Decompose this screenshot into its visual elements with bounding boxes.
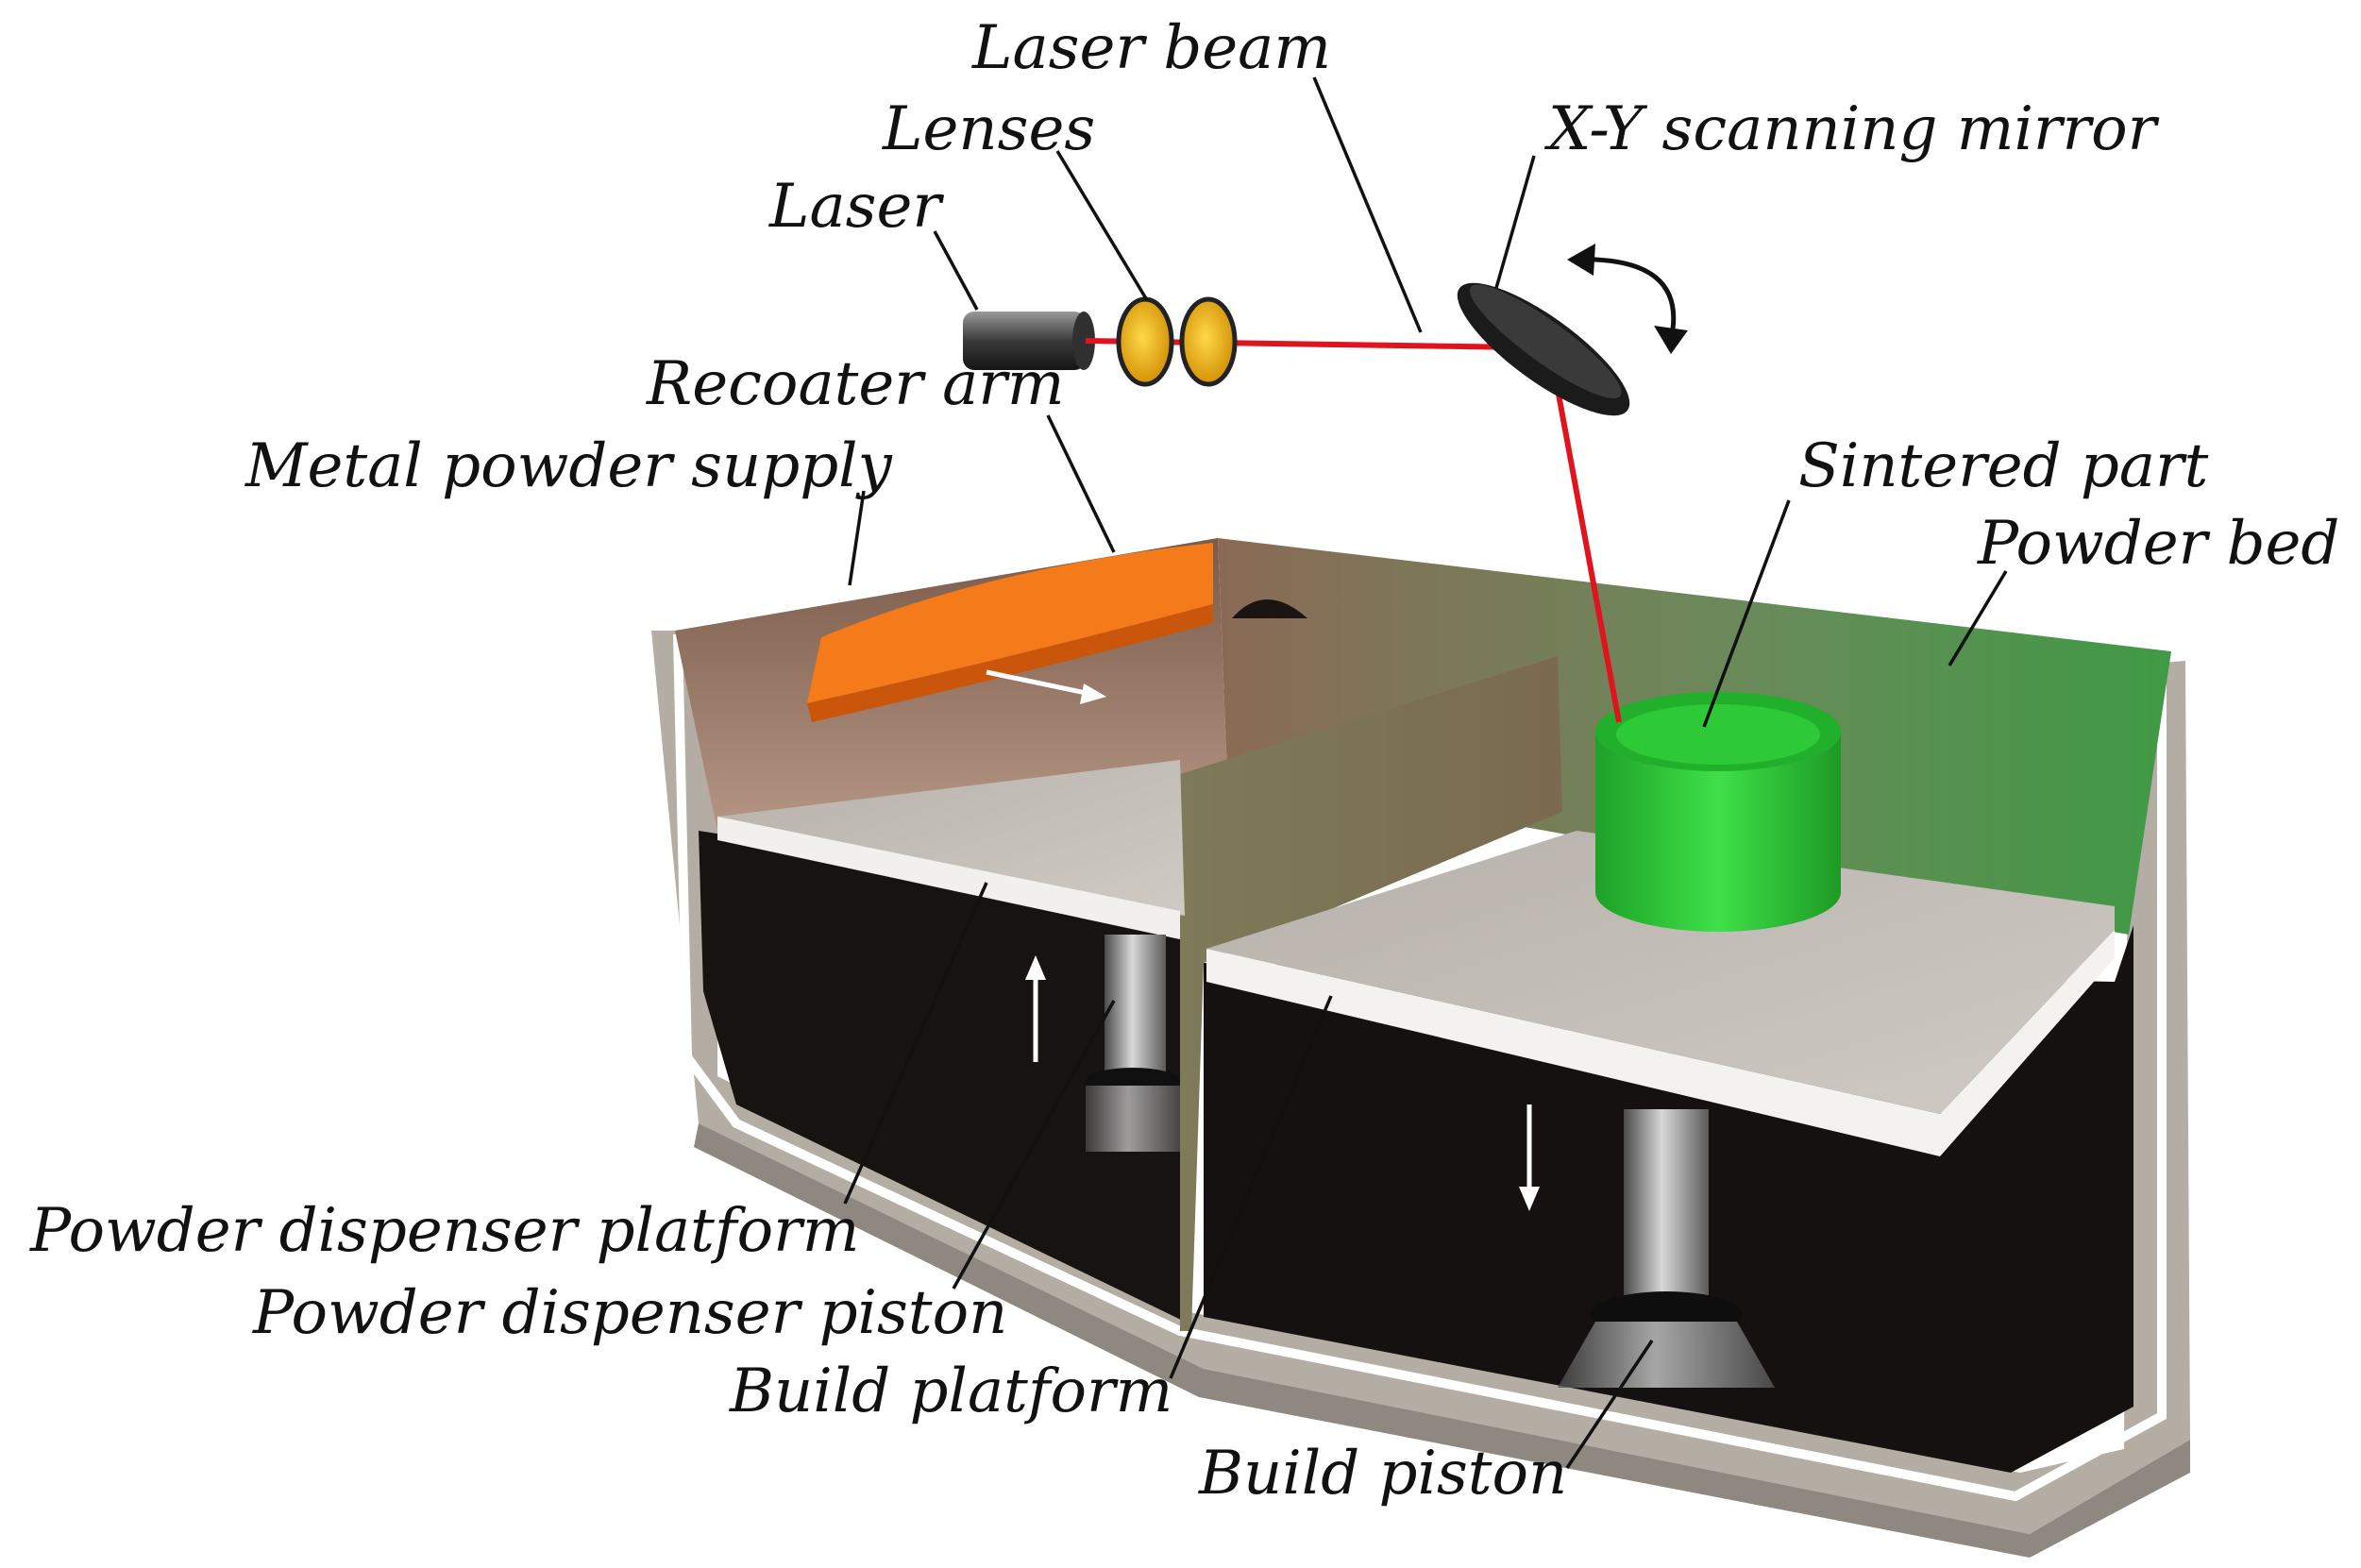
recoater-arm — [807, 543, 1307, 722]
recoater-arm-shade — [807, 604, 1213, 722]
build-piston-base — [1558, 1322, 1775, 1388]
leader-xy-mirror — [1494, 155, 1536, 289]
label-powder-bed: Powder bed — [1977, 509, 2339, 579]
lens-1 — [1116, 296, 1174, 387]
leader-laser-beam — [1312, 76, 1423, 333]
leader-powder-bed — [1948, 570, 2008, 666]
dispenser-up-arrow-head — [1025, 955, 1046, 980]
leader-build-piston — [1565, 1340, 1654, 1469]
leader-lines — [843, 76, 2008, 1469]
leader-dispenser-platform — [843, 882, 988, 1205]
label-laser-beam: Laser beam — [971, 13, 1331, 83]
leader-build-platform — [1169, 995, 1333, 1379]
sintered-part-body — [1595, 732, 1841, 932]
build-platform-top — [1206, 831, 2115, 1114]
build-down-arrow-head — [1519, 1187, 1540, 1211]
label-powder-dispenser-platform: Powder dispenser platform — [29, 1196, 859, 1266]
laser-source — [963, 312, 1086, 370]
dispenser-piston-rod — [1105, 935, 1166, 1076]
rotation-arrow-head-bottom — [1654, 326, 1688, 354]
divider-wall — [1180, 656, 1562, 1331]
recoater-direction-arrow-head — [1080, 683, 1106, 704]
label-metal-powder-supply: Metal powder supply — [245, 431, 893, 501]
rotation-arrow-head-top — [1567, 244, 1595, 276]
leader-dispenser-piston — [952, 1000, 1116, 1290]
recoater-arm-body — [807, 543, 1213, 703]
label-sintered-part: Sintered part — [1798, 431, 2209, 501]
label-xy-scanning-mirror: X-Y scanning mirror — [1543, 94, 2160, 164]
rotation-arrow-icon — [1571, 257, 1677, 341]
lens-2 — [1179, 296, 1238, 387]
sintered-part-hollow — [1616, 704, 1820, 765]
dispenser-platform-edge — [717, 817, 1180, 939]
label-powder-dispenser-piston: Powder dispenser piston — [252, 1278, 1007, 1348]
leader-recoater-arm — [1046, 414, 1116, 553]
labels: Laser beam Lenses X-Y scanning mirror La… — [29, 13, 2339, 1509]
dispenser-piston-base — [1086, 1086, 1180, 1152]
sintered-part — [1595, 692, 1841, 932]
laser-optics — [963, 244, 1688, 723]
label-recoater-arm: Recoater arm — [646, 349, 1065, 419]
powder-pile — [1232, 599, 1307, 618]
build-assembly — [1206, 831, 2115, 1388]
motion-arrows — [986, 669, 1540, 1211]
leader-laser — [933, 230, 979, 311]
leader-lenses — [1055, 150, 1149, 301]
leader-sintered-part — [1702, 499, 1791, 728]
dispenser-platform-top — [717, 760, 1185, 916]
dispenser-assembly — [717, 760, 1185, 1152]
build-piston-rod — [1624, 1109, 1709, 1312]
recoater-direction-arrow — [986, 669, 1091, 697]
label-lenses: Lenses — [882, 94, 1095, 164]
laser-beam-down — [1550, 362, 1622, 723]
tank-interior — [699, 831, 1185, 1322]
leader-metal-powder-supply — [848, 490, 866, 586]
label-build-platform: Build platform — [729, 1357, 1172, 1426]
laser-aperture — [1072, 312, 1095, 370]
label-build-piston: Build piston — [1198, 1439, 1567, 1509]
xy-scanning-mirror — [1457, 282, 1630, 416]
label-laser: Laser — [768, 172, 944, 242]
